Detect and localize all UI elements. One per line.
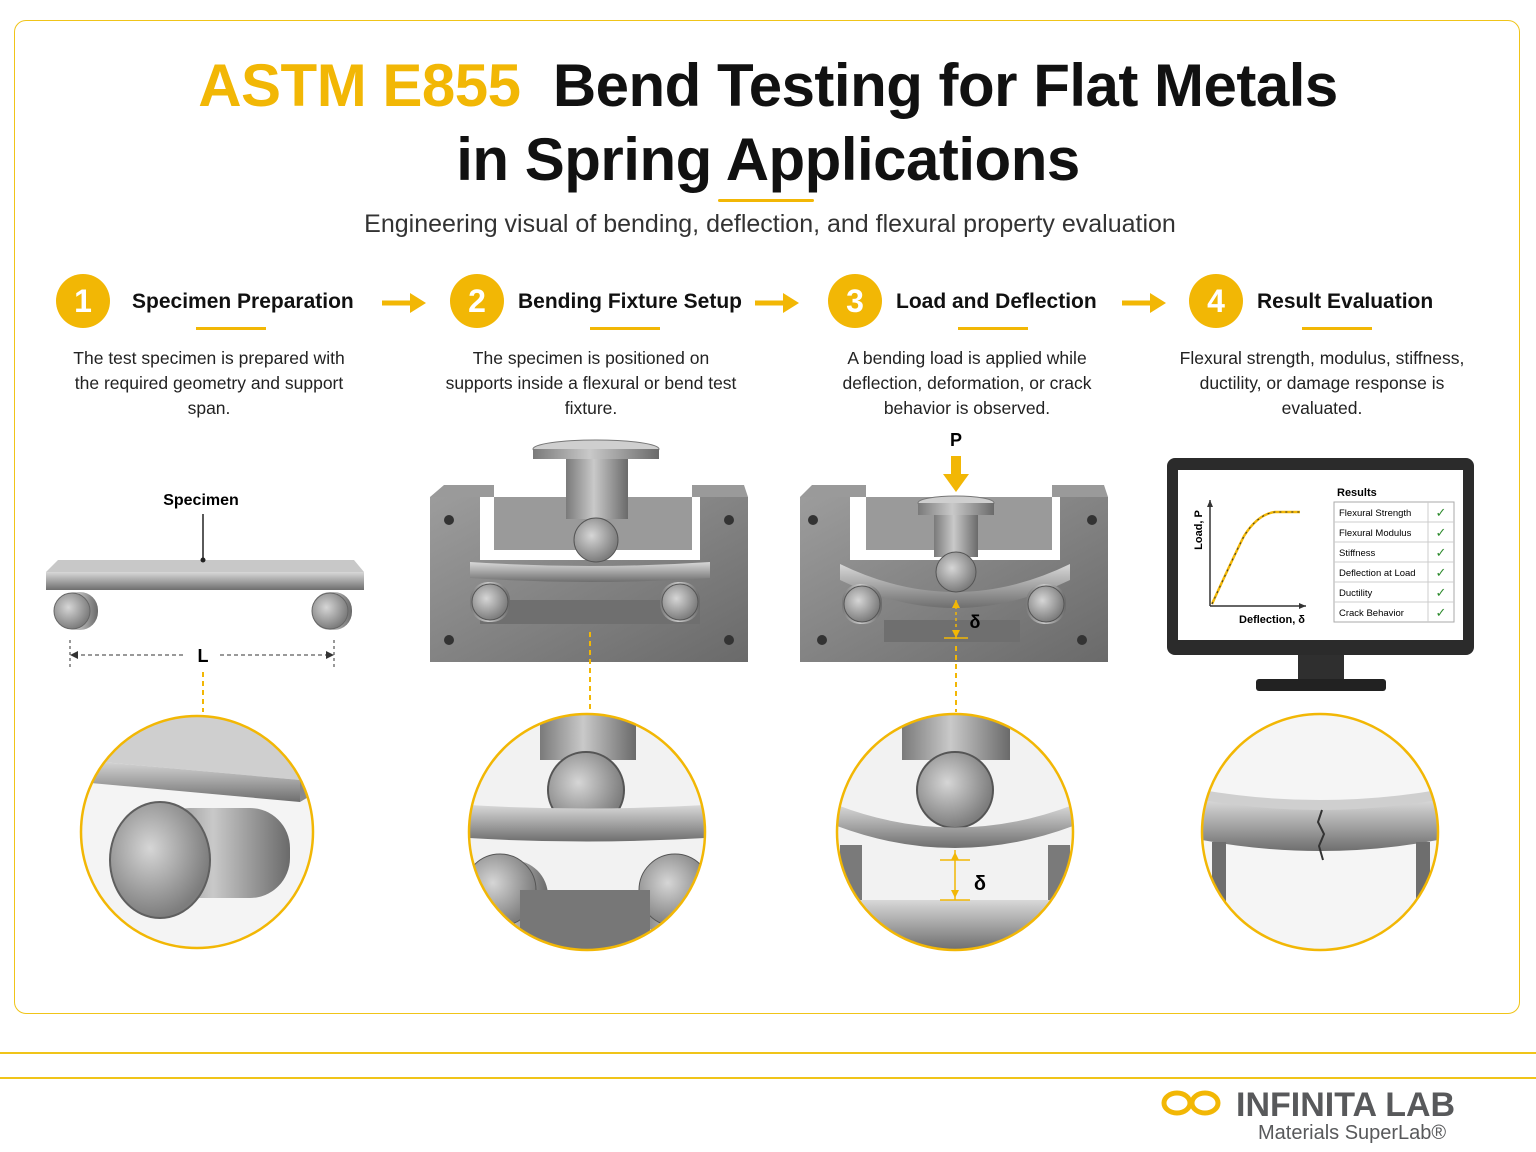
deflection-label: δ <box>970 612 981 632</box>
deflection-zoom-detail <box>837 714 1073 950</box>
step-1-description: The test specimen is prepared with the r… <box>73 348 345 418</box>
page-subtitle: Engineering visual of bending, deflectio… <box>364 210 1176 238</box>
step-4-badge: 4 <box>1189 274 1243 328</box>
brand-tagline: Materials SuperLab® <box>1258 1122 1447 1144</box>
zoom-ring <box>467 712 707 952</box>
specimen-zoom-detail <box>81 716 313 948</box>
footer-divider <box>0 1052 1536 1054</box>
fixture-illustration <box>430 439 748 712</box>
footer-divider <box>0 1077 1536 1079</box>
results-title: Results <box>1337 487 1377 499</box>
check-icon: ✓ <box>1436 505 1447 520</box>
monitor-illustration <box>1167 458 1474 691</box>
check-icon: ✓ <box>1436 585 1447 600</box>
step-3-badge: 3 <box>828 274 882 328</box>
zoom-ring <box>1200 712 1440 952</box>
step-2-underline <box>590 327 660 330</box>
step-4-description: Flexural strength, modulus, stiffness, d… <box>1179 348 1465 418</box>
step-2-title: Bending Fixture Setup <box>518 290 743 313</box>
monitor-x-axis-label: Deflection, δ <box>1239 614 1305 626</box>
step-3-title: Load and Deflection <box>896 290 1097 313</box>
loaded-fixture-illustration <box>800 456 1108 712</box>
check-icon: ✓ <box>1436 605 1447 620</box>
arrow-right-icon <box>1122 293 1166 313</box>
fixture-zoom-detail <box>469 714 705 950</box>
step-4-title: Result Evaluation <box>1257 290 1434 313</box>
title-underline <box>718 199 814 202</box>
result-item: Ductility <box>1339 588 1373 599</box>
title-accent: ASTM E855 <box>198 52 521 119</box>
brand-name: INFINITA LAB <box>1236 1086 1456 1124</box>
monitor-y-axis-label: Load, P <box>1193 510 1205 550</box>
arrow-right-icon <box>382 293 426 313</box>
results-list: Flexural Strength Flexural Modulus Stiff… <box>1339 505 1446 620</box>
result-item: Crack Behavior <box>1339 608 1404 619</box>
result-item: Stiffness <box>1339 548 1376 559</box>
content-frame <box>14 20 1520 1014</box>
title-main: Bend Testing for Flat Metals <box>552 52 1338 119</box>
step-3-description: A bending load is applied while deflecti… <box>842 348 1092 418</box>
result-item: Flexural Strength <box>1339 508 1411 519</box>
step-2-badge: 2 <box>450 274 504 328</box>
zoom-ring <box>79 714 315 950</box>
page-title-line2: in Spring Applications <box>456 126 1080 193</box>
infinity-logo-icon <box>1161 1090 1221 1116</box>
step-4-underline <box>1302 327 1372 330</box>
check-icon: ✓ <box>1436 565 1447 580</box>
result-item: Flexural Modulus <box>1339 528 1412 539</box>
zoom-ring <box>835 712 1075 952</box>
result-item: Deflection at Load <box>1339 568 1416 579</box>
step-1-underline <box>196 327 266 330</box>
specimen-illustration <box>46 514 364 712</box>
deflection-zoom-label: δ <box>974 873 986 895</box>
specimen-label: Specimen <box>163 492 239 509</box>
check-icon: ✓ <box>1436 545 1447 560</box>
span-label: L <box>198 646 209 666</box>
step-2-description: The specimen is positioned on supports i… <box>445 348 737 418</box>
crack-zoom-detail <box>1202 714 1438 950</box>
step-1-title: Specimen Preparation <box>132 290 354 313</box>
check-icon: ✓ <box>1436 525 1447 540</box>
load-label: P <box>950 430 962 450</box>
step-3-underline <box>958 327 1028 330</box>
arrow-right-icon <box>755 293 799 313</box>
step-1-badge: 1 <box>56 274 110 328</box>
page-title-line1: ASTM E855 Bend Testing for Flat Metals <box>0 56 1536 116</box>
